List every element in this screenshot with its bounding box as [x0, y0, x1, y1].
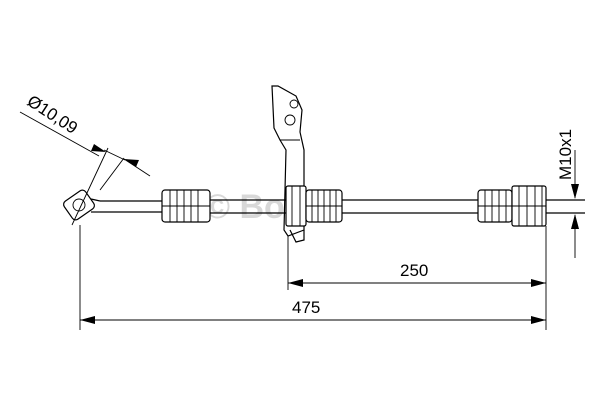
- dimension-overall: [79, 225, 547, 330]
- thread-label: M10x1: [556, 129, 575, 180]
- right-crimp-fitting: [477, 189, 513, 223]
- thread-stub: [546, 199, 585, 214]
- dimension-bracket: [287, 236, 546, 290]
- dimension-diameter: [19, 111, 151, 226]
- overall-length-label: 475: [292, 298, 320, 317]
- right-hex-nut: [511, 185, 547, 227]
- bracket-length-label: 250: [400, 261, 428, 280]
- left-crimp-fitting: [161, 189, 211, 223]
- mounting-bracket: [271, 85, 305, 243]
- left-banjo-fitting: [63, 189, 101, 221]
- hose-body: [100, 199, 478, 214]
- center-fitting: [285, 185, 343, 227]
- diameter-label: Ø10,09: [24, 91, 81, 137]
- dimension-thread: [571, 150, 579, 258]
